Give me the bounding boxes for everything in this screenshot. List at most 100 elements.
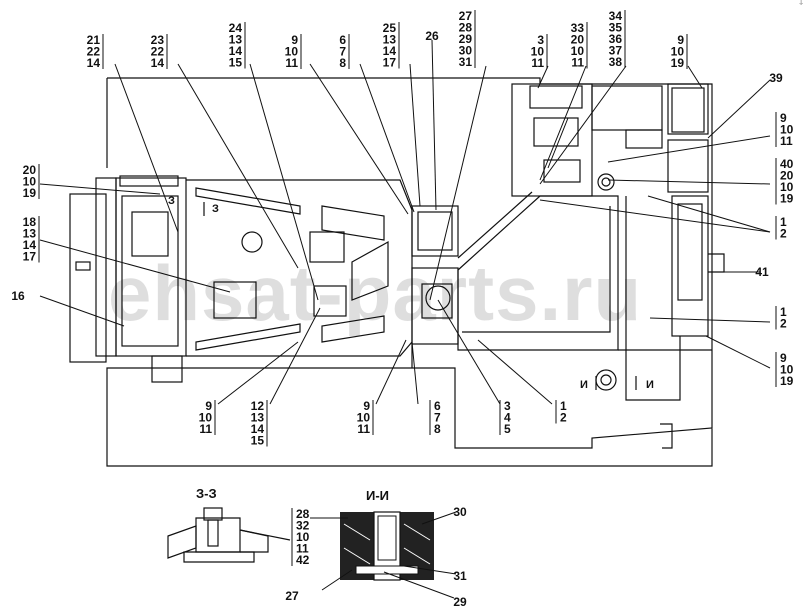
section-i-detail <box>310 511 457 599</box>
section-marker-z-2: З <box>212 203 219 215</box>
callout-stack-17: 41 <box>755 265 769 279</box>
callout-number: 17 <box>23 250 37 264</box>
callout-number: 21 <box>87 33 101 47</box>
callout-stack-32: 27 <box>285 589 299 603</box>
callout-number: 42 <box>296 553 310 567</box>
callout-number: 24 <box>229 21 243 35</box>
callout-number: 10 <box>780 123 794 137</box>
callout-number: 13 <box>229 33 243 47</box>
callout-number: 10 <box>780 363 794 377</box>
callout-number: 41 <box>755 265 769 279</box>
callout-number: 30 <box>453 505 467 519</box>
callout-number: 32 <box>296 519 310 533</box>
callout-number: 33 <box>571 21 585 35</box>
callout-number: 27 <box>285 589 299 603</box>
callout-number: 34 <box>609 9 623 23</box>
callout-number: 14 <box>151 56 165 70</box>
callout-number: 19 <box>780 374 794 388</box>
callout-number: 16 <box>11 289 25 303</box>
callout-number: 28 <box>296 507 310 521</box>
callout-stack-27: 345 <box>499 399 511 436</box>
section-z-detail <box>167 507 291 563</box>
callout-number: 38 <box>609 55 623 69</box>
callout-number: 11 <box>357 422 370 436</box>
callout-number: 13 <box>251 411 265 425</box>
callout-number: 31 <box>459 55 473 69</box>
callout-number: 27 <box>459 9 473 23</box>
callout-number: 18 <box>23 215 37 229</box>
callout-number: 9 <box>291 33 298 47</box>
callout-number: 37 <box>609 44 623 58</box>
callout-number: 2 <box>560 411 567 425</box>
callout-number: 10 <box>199 411 213 425</box>
callout-stack-31: 31 <box>453 569 467 583</box>
callout-number: 12 <box>251 399 265 413</box>
callout-number: 35 <box>609 21 623 35</box>
callout-stack-28: 12 <box>555 399 567 425</box>
callout-number: 13 <box>383 33 397 47</box>
callout-number: 15 <box>251 434 265 448</box>
callout-number: 17 <box>383 56 397 70</box>
callout-number: 2 <box>780 317 787 331</box>
callout-number: 20 <box>571 33 585 47</box>
callout-stack-26: 678 <box>429 399 441 436</box>
section-title-i: И-И <box>366 488 389 503</box>
callout-number: 8 <box>434 422 441 436</box>
callout-number: 29 <box>453 595 467 609</box>
callout-number: 23 <box>151 33 165 47</box>
callout-number: 9 <box>363 399 370 413</box>
callout-number: 22 <box>87 45 101 59</box>
callout-number: 29 <box>459 32 473 46</box>
callout-number: 20 <box>780 169 794 183</box>
callout-number: 7 <box>434 411 441 425</box>
callout-number: 36 <box>609 32 623 46</box>
callout-number: 11 <box>780 134 793 148</box>
callout-number: 11 <box>199 422 212 436</box>
section-title-z: З-З <box>196 486 217 501</box>
callout-number: 1 <box>560 399 567 413</box>
callout-stack-7: 26 <box>425 29 439 43</box>
callout-number: 25 <box>383 21 397 35</box>
callout-number: 1 <box>780 305 787 319</box>
callout-stack-18: 12 <box>775 305 787 331</box>
callout-number: 19 <box>780 192 794 206</box>
callout-stack-30: 30 <box>453 505 467 519</box>
callout-number: 14 <box>23 238 37 252</box>
callout-number: 10 <box>671 45 685 59</box>
callout-number: 14 <box>87 56 101 70</box>
callout-number: 31 <box>453 569 467 583</box>
section-markers: З З И И <box>168 195 654 391</box>
callout-number: 26 <box>425 29 439 43</box>
callout-number: 11 <box>285 56 298 70</box>
callout-stack-33: 29 <box>453 595 467 609</box>
callout-stack-16: 12 <box>775 215 787 241</box>
callout-number: 4 <box>504 411 511 425</box>
callout-number: 30 <box>459 44 473 58</box>
section-marker-i-2: И <box>646 379 654 391</box>
callout-number: 10 <box>531 45 545 59</box>
callout-number: 13 <box>23 227 37 241</box>
callout-stack-13: 39 <box>769 71 783 85</box>
callout-number: 28 <box>459 21 473 35</box>
callout-number: 10 <box>780 180 794 194</box>
corner-mark: ↆ <box>799 0 803 7</box>
